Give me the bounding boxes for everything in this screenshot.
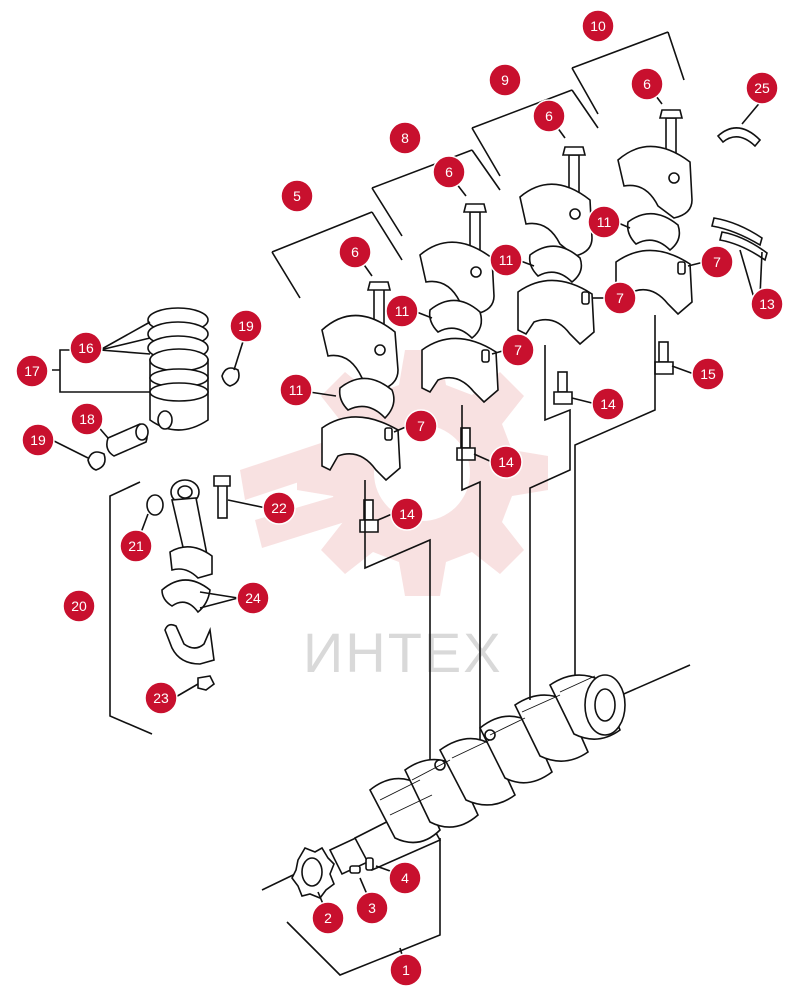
svg-text:13: 13 xyxy=(759,296,775,312)
callout-7c: 7 xyxy=(603,281,637,315)
thrust-washers xyxy=(711,127,768,262)
main-bearing-cap-group-9 xyxy=(471,89,599,700)
rod-bearing-cap xyxy=(164,623,215,665)
svg-text:11: 11 xyxy=(597,214,612,230)
callout-17: 17 xyxy=(15,354,49,388)
svg-text:24: 24 xyxy=(245,590,261,606)
callout-15: 15 xyxy=(691,357,725,391)
svg-text:14: 14 xyxy=(600,396,616,412)
svg-text:11: 11 xyxy=(289,382,304,398)
svg-text:6: 6 xyxy=(445,164,453,180)
svg-text:1: 1 xyxy=(402,962,410,978)
svg-text:22: 22 xyxy=(271,500,287,516)
svg-text:19: 19 xyxy=(30,432,46,448)
svg-text:7: 7 xyxy=(616,290,624,306)
svg-text:23: 23 xyxy=(153,690,169,706)
key-4 xyxy=(365,857,374,871)
svg-text:3: 3 xyxy=(368,900,376,916)
svg-text:6: 6 xyxy=(545,108,553,124)
callout-24: 24 xyxy=(236,581,270,615)
svg-text:11: 11 xyxy=(395,303,410,319)
callout-6c: 6 xyxy=(532,99,566,133)
callout-11d: 11 xyxy=(587,205,621,239)
callout-9: 9 xyxy=(488,63,522,97)
callout-11b: 11 xyxy=(385,294,419,328)
rod-nut xyxy=(197,675,216,691)
callout-20: 20 xyxy=(62,589,96,623)
svg-text:14: 14 xyxy=(399,506,415,522)
svg-text:7: 7 xyxy=(417,418,425,434)
callout-21: 21 xyxy=(119,529,153,563)
callout-16: 16 xyxy=(69,331,103,365)
piston-assembly xyxy=(147,307,209,431)
svg-text:18: 18 xyxy=(79,411,95,427)
svg-text:9: 9 xyxy=(501,72,509,88)
watermark-text: ИНТЕХ xyxy=(303,621,503,684)
callout-19b: 19 xyxy=(229,309,263,343)
timing-gear xyxy=(291,846,335,899)
svg-text:4: 4 xyxy=(401,870,409,886)
main-bearing-cap-group-5 xyxy=(271,211,431,760)
svg-text:21: 21 xyxy=(128,538,144,554)
svg-text:6: 6 xyxy=(643,76,651,92)
svg-text:11: 11 xyxy=(499,252,514,268)
snap-ring-right xyxy=(221,367,240,387)
callout-6d: 6 xyxy=(630,67,664,101)
svg-text:25: 25 xyxy=(754,80,770,96)
svg-text:5: 5 xyxy=(293,188,301,204)
svg-text:14: 14 xyxy=(498,454,514,470)
svg-text:16: 16 xyxy=(78,340,94,356)
svg-text:8: 8 xyxy=(401,130,409,146)
callout-4: 4 xyxy=(388,861,422,895)
callout-14a: 14 xyxy=(390,497,424,531)
callout-7d: 7 xyxy=(700,245,734,279)
rod-bearing-upper xyxy=(161,579,211,614)
callout-23: 23 xyxy=(144,681,178,715)
callout-3: 3 xyxy=(355,891,389,925)
callout-13: 13 xyxy=(750,287,784,321)
callout-5: 5 xyxy=(280,179,314,213)
callout-7a: 7 xyxy=(404,409,438,443)
snap-ring-left xyxy=(87,451,106,471)
callout-8: 8 xyxy=(388,121,422,155)
svg-text:6: 6 xyxy=(351,244,359,260)
main-bearing-cap-group-10 xyxy=(571,31,693,675)
callout-25: 25 xyxy=(745,71,779,105)
callout-6b: 6 xyxy=(432,155,466,189)
callout-14b: 14 xyxy=(489,445,523,479)
svg-text:7: 7 xyxy=(514,342,522,358)
main-bearing-cap-group-8 xyxy=(371,149,501,740)
callout-18: 18 xyxy=(70,402,104,436)
callout-22: 22 xyxy=(262,491,296,525)
callout-6a: 6 xyxy=(338,235,372,269)
callout-10: 10 xyxy=(581,9,615,43)
callout-19a: 19 xyxy=(21,423,55,457)
callout-11a: 11 xyxy=(279,373,313,407)
connecting-rod xyxy=(146,475,231,579)
callout-2: 2 xyxy=(311,901,345,935)
callout-7b: 7 xyxy=(501,333,535,367)
svg-text:15: 15 xyxy=(700,366,716,382)
callout-11c: 11 xyxy=(489,243,523,277)
svg-text:2: 2 xyxy=(324,910,332,926)
svg-text:19: 19 xyxy=(238,318,254,334)
woodruff-key xyxy=(349,865,361,874)
piston-pin xyxy=(106,423,149,457)
callout-14c: 14 xyxy=(591,387,625,421)
svg-text:10: 10 xyxy=(590,18,606,34)
svg-text:20: 20 xyxy=(71,598,87,614)
svg-text:17: 17 xyxy=(24,363,40,379)
callout-1: 1 xyxy=(389,953,423,987)
svg-text:7: 7 xyxy=(713,254,721,270)
